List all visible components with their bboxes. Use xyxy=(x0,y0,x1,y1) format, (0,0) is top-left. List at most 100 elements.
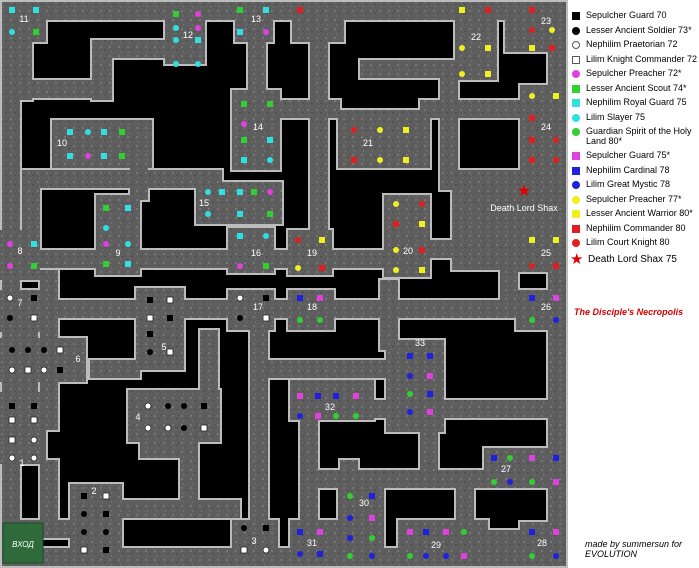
circle-monster-marker xyxy=(507,455,513,461)
circle-monster-marker xyxy=(195,11,201,17)
circle-monster-marker xyxy=(236,294,244,302)
square-monster-marker xyxy=(31,295,37,301)
square-monster-marker xyxy=(317,295,323,301)
square-monster-marker xyxy=(103,205,109,211)
floor-segment xyxy=(456,488,474,524)
floor-segment xyxy=(500,270,518,300)
circle-monster-marker xyxy=(263,233,269,239)
room-number-label: 20 xyxy=(403,246,413,256)
square-monster-marker xyxy=(407,529,413,535)
circle-monster-marker xyxy=(7,315,13,321)
floor-segment xyxy=(440,60,458,190)
circle-monster-marker xyxy=(333,413,339,419)
square-monster-marker xyxy=(553,455,559,461)
room-number-label: 12 xyxy=(183,30,193,40)
legend-label: Lilim Court Knight 80 xyxy=(586,237,670,247)
square-monster-marker xyxy=(241,101,247,107)
legend-item: Lilim Knight Commander 72 xyxy=(570,54,698,69)
circle-monster-marker xyxy=(8,454,16,462)
floor-segment xyxy=(520,85,566,170)
square-monster-marker xyxy=(166,348,174,356)
circle-monster-marker xyxy=(317,317,323,323)
square-monster-marker xyxy=(427,409,433,415)
circle-monster-marker xyxy=(85,129,91,135)
floor-segment xyxy=(14,80,94,98)
floor-segment xyxy=(330,300,520,318)
circle-monster-marker xyxy=(529,27,535,33)
floor-segment xyxy=(290,380,374,420)
square-monster-marker xyxy=(427,373,433,379)
square-monster-marker xyxy=(240,546,248,554)
square-monster-marker xyxy=(263,7,269,13)
circle-monster-marker xyxy=(353,413,359,419)
square-monster-marker xyxy=(8,416,16,424)
square-monster-marker xyxy=(353,393,359,399)
circle-marker-icon xyxy=(572,239,580,247)
circle-monster-marker xyxy=(297,551,303,557)
square-monster-marker xyxy=(201,403,207,409)
legend-item: Sepulcher Preacher 77* xyxy=(570,194,698,209)
square-monster-marker xyxy=(369,515,375,521)
square-marker-icon xyxy=(572,166,580,175)
circle-monster-marker xyxy=(297,317,303,323)
room-number-label: 8 xyxy=(17,246,22,256)
credit-line-2: EVOLUTION xyxy=(585,549,638,560)
circle-monster-marker xyxy=(205,211,211,217)
room-number-label: 15 xyxy=(199,198,209,208)
entrance[interactable]: ВХОД xyxy=(2,522,44,564)
circle-marker-icon xyxy=(572,113,580,122)
circle-monster-marker xyxy=(8,366,16,374)
floor-segment xyxy=(40,460,58,530)
room-number-label: 26 xyxy=(541,302,551,312)
square-monster-marker xyxy=(31,263,37,269)
circle-monster-marker xyxy=(195,25,201,31)
room-number-label: 2 xyxy=(91,486,96,496)
circle-monster-marker xyxy=(237,263,243,269)
circle-monster-marker xyxy=(144,402,152,410)
square-monster-marker xyxy=(553,529,559,535)
circle-monster-marker xyxy=(295,237,301,243)
floor-segment xyxy=(386,340,444,432)
square-marker-icon xyxy=(572,224,580,233)
circle-monster-marker xyxy=(295,265,301,271)
circle-monster-marker xyxy=(85,153,91,159)
square-monster-marker xyxy=(67,129,73,135)
floor-segment xyxy=(232,520,278,566)
room-number-label: 29 xyxy=(431,540,441,550)
square-monster-marker xyxy=(393,221,399,227)
legend-item: Nephilim Royal Guard 75 xyxy=(570,97,698,112)
circle-monster-marker xyxy=(237,315,243,321)
square-monster-marker xyxy=(485,7,491,13)
square-monster-marker xyxy=(262,314,270,322)
room-number-label: 23 xyxy=(541,16,551,26)
legend-item: Sepulcher Guard 70 xyxy=(570,10,698,25)
square-monster-marker xyxy=(146,314,154,322)
circle-monster-marker xyxy=(297,413,303,419)
legend-label: Lesser Ancient Warrior 80* xyxy=(586,208,693,218)
floor-segment xyxy=(372,400,392,418)
square-monster-marker xyxy=(403,157,409,163)
square-monster-marker xyxy=(24,366,32,374)
square-monster-marker xyxy=(553,237,559,243)
circle-monster-marker xyxy=(507,479,513,485)
circle-marker-icon xyxy=(572,195,580,204)
room-number-label: 11 xyxy=(19,14,28,24)
circle-monster-marker xyxy=(103,225,109,231)
square-monster-marker xyxy=(30,416,38,424)
circle-monster-marker xyxy=(9,29,15,35)
legend-label: Sepulcher Preacher 72* xyxy=(586,68,682,78)
square-monster-marker xyxy=(491,455,497,461)
square-monster-marker xyxy=(8,436,16,444)
circle-monster-marker xyxy=(347,535,353,541)
square-monster-marker xyxy=(173,11,179,17)
square-monster-marker xyxy=(56,346,64,354)
square-monster-marker xyxy=(317,551,323,557)
floor-segment xyxy=(22,170,222,188)
square-monster-marker xyxy=(319,237,325,243)
square-monster-marker xyxy=(102,492,110,500)
floor-segment xyxy=(20,330,38,400)
square-monster-marker xyxy=(237,29,243,35)
floor-segment xyxy=(90,360,140,378)
square-monster-marker xyxy=(263,295,269,301)
